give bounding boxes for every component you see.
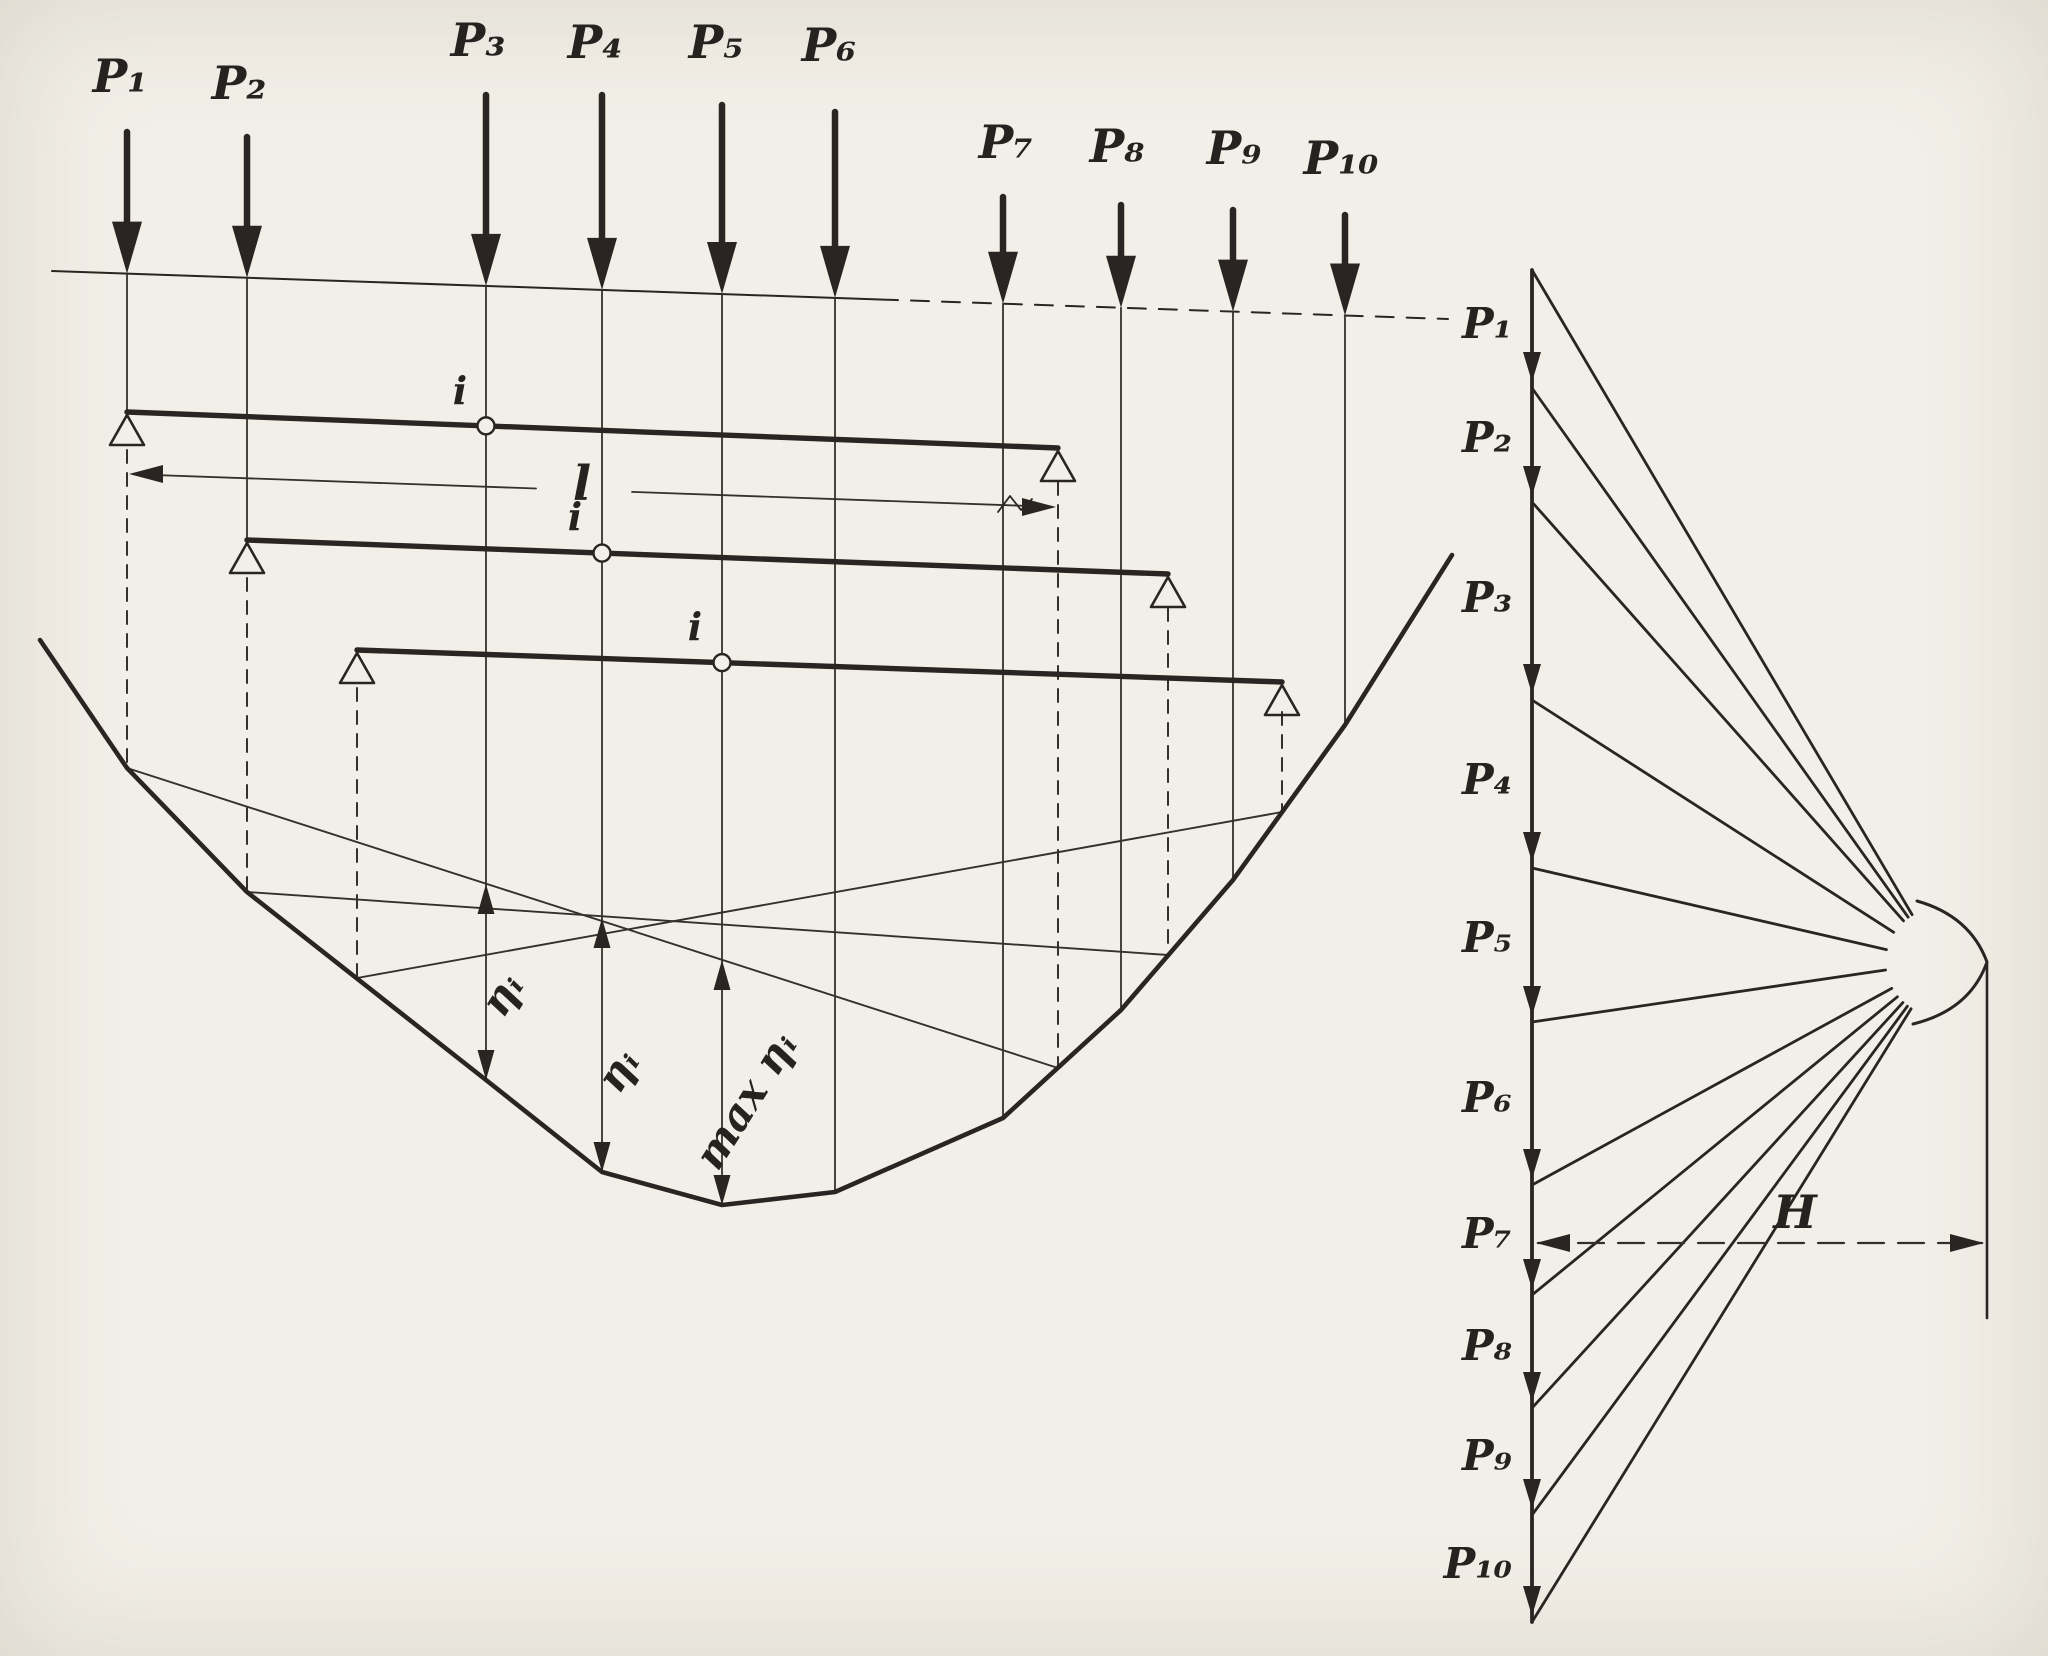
span-dim-break-squiggle <box>997 495 1033 513</box>
load-arrowhead-P4 <box>587 237 617 290</box>
load-label-P10: P₁₀ <box>1302 131 1379 185</box>
load-label-P5: P₅ <box>687 15 744 69</box>
load-baseline <box>51 270 881 301</box>
closing-chord-2 <box>246 891 1169 956</box>
force-label-P₄: P₄ <box>1461 755 1512 804</box>
section-i-circle-2 <box>592 543 612 563</box>
force-ray-6 <box>1530 986 1894 1187</box>
support-triangle-3-left <box>338 651 376 685</box>
funicular-curve <box>37 552 1455 1208</box>
beam-3 <box>354 647 1285 685</box>
eta-label-1: ηᵢ <box>470 964 533 1024</box>
eta-label-2: ηᵢ <box>586 1040 649 1100</box>
force-ray-9 <box>1530 1004 1909 1517</box>
load-baseline-dashed <box>879 298 1449 320</box>
load-arrowhead-P7 <box>988 251 1018 304</box>
eta-arrow-up-1 <box>477 884 495 914</box>
force-ray-10 <box>1530 1007 1913 1624</box>
load-label-P9: P₉ <box>1205 121 1262 175</box>
force-ray-2 <box>1530 500 1905 923</box>
force-ray-1 <box>1530 386 1910 919</box>
force-ray-3 <box>1530 698 1896 934</box>
eta-arrow-down-1 <box>477 1050 495 1080</box>
force-label-P₁: P₁ <box>1461 299 1512 348</box>
force-arrowhead-P7 <box>1523 1259 1541 1289</box>
load-label-P4: P₄ <box>566 15 623 69</box>
span-dim-line <box>132 473 537 490</box>
section-i-circle-1 <box>476 416 496 436</box>
force-label-P₉: P₉ <box>1461 1431 1512 1480</box>
load-label-P3: P₃ <box>449 13 506 67</box>
eta-arrow-down-2 <box>593 1142 611 1172</box>
closing-chord-1 <box>126 767 1059 1069</box>
section-i-circle-3 <box>712 652 732 673</box>
force-arrowhead-P1 <box>1523 352 1541 382</box>
beam-2 <box>244 537 1171 577</box>
span-dim-arrow-right <box>1022 498 1056 516</box>
force-arrowhead-P3 <box>1523 664 1541 694</box>
force-arrowhead-P8 <box>1523 1372 1541 1402</box>
force-arrowhead-P5 <box>1523 986 1541 1016</box>
load-arrowhead-P6 <box>820 245 850 298</box>
force-ray-8 <box>1530 1001 1905 1410</box>
force-label-P₃: P₃ <box>1461 573 1512 622</box>
load-arrowhead-P3 <box>471 233 501 286</box>
force-ray-4 <box>1530 866 1888 952</box>
support-triangle-3-right <box>1263 683 1301 717</box>
h-dim-arrow-right <box>1950 1234 1984 1252</box>
section-i-label-2: i <box>568 494 582 539</box>
load-label-P6: P₆ <box>800 18 857 72</box>
load-arrowhead-P2 <box>232 225 262 278</box>
load-label-P2: P₂ <box>210 56 267 110</box>
section-i-label-1: i <box>453 368 467 413</box>
force-arrowhead-P10 <box>1523 1586 1541 1616</box>
support-triangle-2-left <box>228 541 266 575</box>
load-arrowhead-P9 <box>1218 259 1248 312</box>
section-i-label-3: i <box>688 604 702 649</box>
eta-arrow-down-3 <box>713 1175 731 1205</box>
closing-chord-3 <box>356 811 1283 979</box>
load-label-P7: P₇ <box>977 115 1034 169</box>
force-ray-5 <box>1530 968 1887 1024</box>
span-dim-line <box>631 491 1053 508</box>
span-dim-arrow-left <box>129 465 163 483</box>
force-label-P₆: P₆ <box>1461 1073 1512 1122</box>
load-arrowhead-P1 <box>112 221 142 274</box>
span-length-label: l <box>573 456 591 512</box>
force-arrowhead-P4 <box>1523 832 1541 862</box>
force-label-P₅: P₅ <box>1461 913 1512 962</box>
pole-lens-outline <box>1911 899 1989 1026</box>
force-ray-0 <box>1530 268 1914 917</box>
eta-arrow-up-2 <box>593 918 611 948</box>
force-label-P₁₀: P₁₀ <box>1443 1539 1512 1588</box>
force-arrowhead-P9 <box>1523 1479 1541 1509</box>
load-label-P8: P₈ <box>1088 119 1145 173</box>
load-label-P1: P₁ <box>91 49 148 103</box>
h-distance-label: H <box>1771 1185 1818 1239</box>
force-arrowhead-P2 <box>1523 466 1541 496</box>
support-triangle-2-right <box>1149 575 1187 609</box>
load-arrowhead-P5 <box>707 242 737 294</box>
force-arrowhead-P6 <box>1523 1149 1541 1179</box>
beam-1 <box>124 409 1061 451</box>
h-dim-arrow-left <box>1536 1234 1570 1252</box>
load-arrowhead-P8 <box>1106 255 1136 308</box>
support-triangle-1-right <box>1039 449 1077 483</box>
load-arrowhead-P10 <box>1330 263 1360 316</box>
eta-arrow-up-3 <box>713 960 731 990</box>
force-label-P₂: P₂ <box>1461 413 1512 462</box>
force-label-P₇: P₇ <box>1461 1209 1512 1258</box>
eta-label-3: max ηᵢ <box>685 1023 807 1178</box>
force-label-P₈: P₈ <box>1461 1321 1512 1370</box>
support-triangle-1-left <box>108 413 146 447</box>
force-ray-7 <box>1530 995 1899 1297</box>
